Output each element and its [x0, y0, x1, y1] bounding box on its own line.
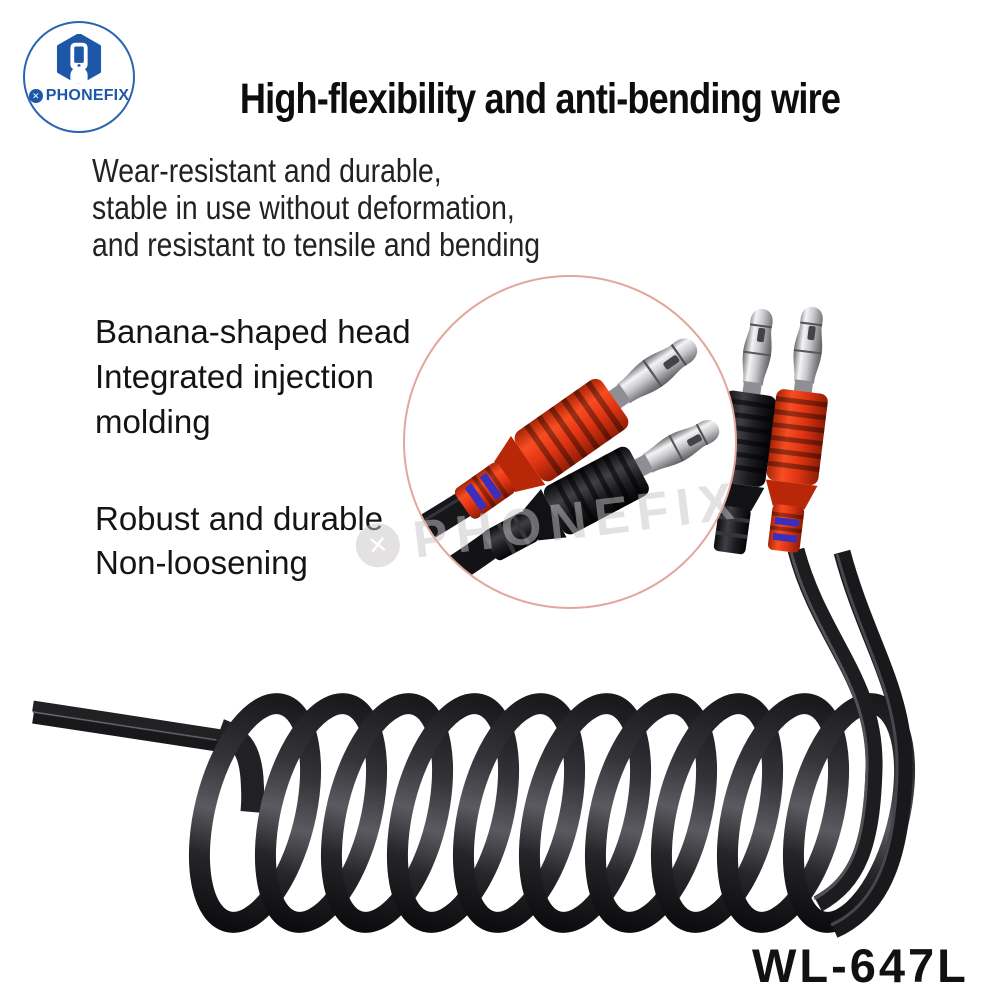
- brand-name: PHONEFIX: [45, 87, 130, 104]
- description-line-1: Wear-resistant and durable,: [92, 152, 442, 189]
- brand-wordmark: ✕ PHONEFIX: [28, 87, 130, 105]
- feature-banana-head: Banana-shaped head Integrated injection …: [95, 309, 411, 444]
- brand-logo: ✕ PHONEFIX: [23, 21, 135, 133]
- feature-robust-line-2: Non-loosening: [95, 544, 308, 581]
- inset-photo: [405, 318, 732, 607]
- coiled-wire: [188, 693, 916, 933]
- description-line-3: and resistant to tensile and bending: [92, 226, 541, 263]
- wire-leads-right: [787, 547, 913, 938]
- phonefix-logo-icon: [56, 34, 102, 84]
- feature-banana-head-line-3: molding: [95, 403, 211, 440]
- product-model-label: WL-647L: [752, 939, 969, 992]
- page-title: High-flexibility and anti-bending wire: [239, 75, 841, 123]
- description-line-2: stable in use without deformation,: [92, 189, 515, 226]
- feature-banana-head-line-2: Integrated injection: [95, 358, 374, 395]
- feature-robust: Robust and durable Non-loosening: [95, 497, 383, 585]
- feature-banana-head-line-1: Banana-shaped head: [95, 313, 411, 350]
- description: Wear-resistant and durable, stable in us…: [92, 152, 540, 263]
- feature-robust-line-1: Robust and durable: [95, 500, 384, 537]
- watermark-badge-icon: ✕: [353, 520, 403, 570]
- detail-inset-circle: [403, 275, 737, 609]
- brand-badge-icon: ✕: [28, 89, 43, 103]
